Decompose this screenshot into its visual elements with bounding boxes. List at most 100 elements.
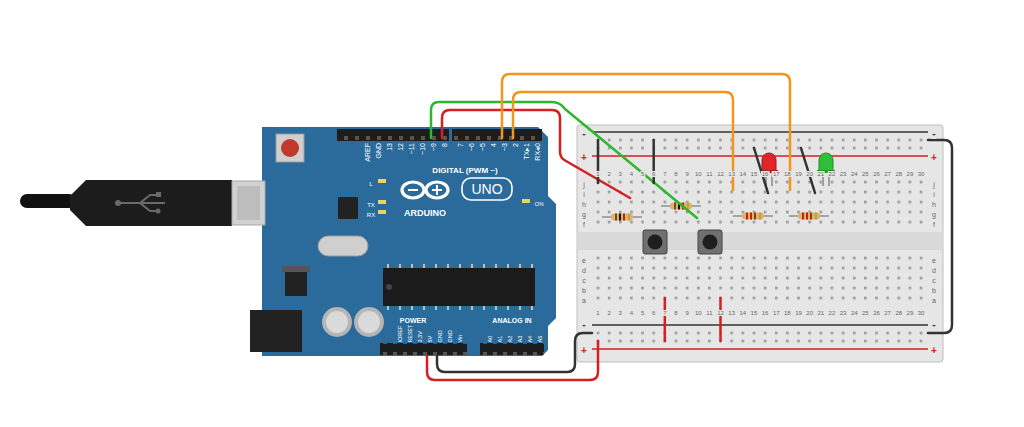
pin-label-slot: TX▸1 [516,143,532,163]
column-number-slot: 27 [883,302,892,318]
row-letter: a [581,297,587,304]
arduino-board-part [322,307,352,337]
pin-label-slot: GND [439,326,455,343]
column-number: 5 [640,171,645,177]
pin-label: 12 [397,143,404,151]
column-number-slot: 3 [618,302,623,318]
arduino-board-part [452,129,542,141]
pin-label-slot: GND [429,326,445,343]
pin-label: A3 [517,336,523,343]
rail-sign-slot: + [930,341,938,357]
row-letter: i [582,191,586,198]
rail-sign: + [580,345,588,356]
column-number-slot: 4 [629,302,634,318]
column-number: 25 [861,171,870,177]
row-letter-slot: b [581,280,587,296]
column-number: 28 [894,310,903,316]
pin-label-slot: AREF [357,143,373,163]
led-label-slot: L [369,173,372,189]
resistor-symbol-part [746,213,748,220]
row-letter-slot: c [581,270,587,286]
pin-label: A2 [507,336,513,343]
column-number-slot: 4 [629,163,634,179]
column-number-slot: 1 [595,163,600,179]
column-number-slot: 13 [727,302,736,318]
row-letter: j [932,181,936,188]
column-number: 14 [738,171,747,177]
wire-part [431,102,697,218]
pin-label: 3.3V [417,331,423,342]
column-number: 17 [772,310,781,316]
row-letter: b [581,287,587,294]
column-number-slot: 13 [727,163,736,179]
column-number: 2 [606,171,611,177]
arduino-board-part [285,272,307,296]
pin-label: 4 [490,143,497,147]
arduino-board-part [318,236,368,256]
column-number: 15 [750,310,759,316]
column-number-slot: 3 [618,163,623,179]
led-part [762,153,776,171]
pin-label: RESET [407,325,413,342]
arduino-board-part [281,139,299,157]
column-number-slot: 17 [772,302,781,318]
rail-sign-slot: + [930,148,938,164]
column-number-slot: 22 [828,302,837,318]
column-number: 13 [727,171,736,177]
row-letter-slot: g [931,204,937,220]
usb-connector-part [232,181,265,225]
column-number: 9 [684,171,689,177]
column-number-slot: 25 [861,302,870,318]
column-number: 8 [673,171,678,177]
pin-label: IOREF [397,326,403,343]
column-number-slot: 7 [662,163,667,179]
column-number: 27 [883,310,892,316]
led-label: TX [367,202,375,208]
led-label: RX [367,212,375,218]
led [760,153,835,186]
arduino-board-part [276,134,304,162]
pin-label: 2 [512,143,519,147]
column-number: 18 [783,171,792,177]
pushbutton-part [698,230,722,254]
row-letter: d [931,267,937,274]
column-number: 20 [805,310,814,316]
arduino-board-part [378,200,386,204]
pin-label-slot: A0 [479,326,495,343]
column-number-slot: 9 [684,302,689,318]
column-number-slot: 14 [738,302,747,318]
column-number-slot: 30 [917,163,926,179]
column-number-slot: 29 [906,302,915,318]
column-number-slot: 22 [828,163,837,179]
rail-sign: - [931,128,936,139]
column-number: 7 [662,310,667,316]
arduino-board-part [282,266,310,272]
pin-label-slot: A3 [509,326,525,343]
brand-label: ARDUINO [404,208,446,218]
pushbutton [643,230,722,254]
wire-part [664,298,667,341]
row-letter: c [581,277,587,284]
row-letter: i [932,191,936,198]
arduino-board [250,127,556,356]
column-number-slot: 18 [783,302,792,318]
led-label-slot: TX [367,194,375,210]
column-number: 18 [783,310,792,316]
pin-label-slot: ~10 [412,143,428,163]
arduino-board-part [480,343,544,355]
pin-label-slot: 5V [419,326,435,343]
pin-label: 8 [441,143,448,147]
column-number-slot: 15 [750,163,759,179]
column-number-slot: 15 [750,302,759,318]
column-number-slot: 20 [805,302,814,318]
column-number-slot: 11 [705,163,713,179]
column-number-slot: 14 [738,163,747,179]
pin-label: GND [437,330,443,342]
column-number-slot: 10 [694,163,703,179]
column-number-slot: 28 [894,163,903,179]
led-label: ON [535,201,544,207]
rail-sign: + [580,152,588,163]
column-number-slot: 23 [839,163,848,179]
resistor-symbol-part [802,213,804,220]
row-letter: a [931,297,937,304]
